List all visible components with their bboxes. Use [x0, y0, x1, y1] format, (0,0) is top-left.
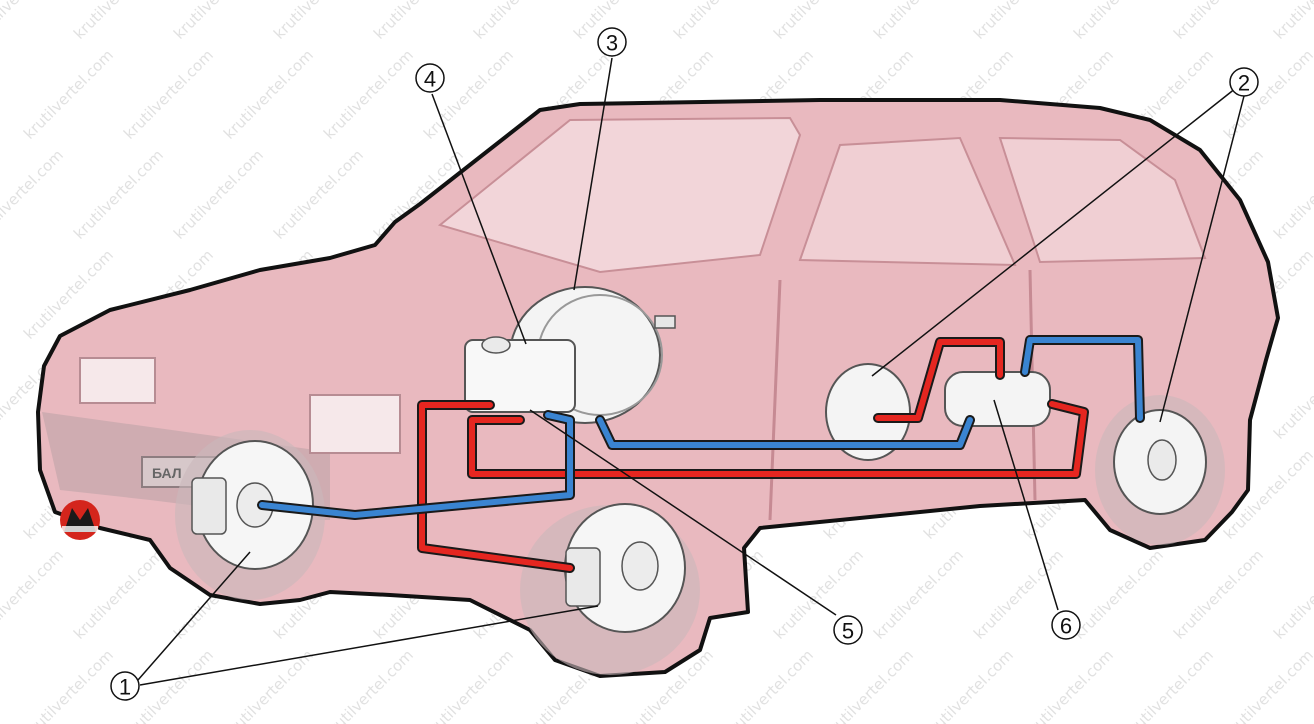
leader-3	[573, 57, 613, 291]
callout-3-circle	[597, 27, 627, 57]
leader-lines	[137, 57, 1245, 686]
watermark-text: krutilvertel.com	[1220, 46, 1314, 143]
callouts: 1 2 3 4 5 6	[110, 27, 1259, 701]
rear-right-drum-hub	[1147, 439, 1177, 481]
front-right-caliper	[565, 547, 601, 607]
license-plate-text: БАЛ	[152, 465, 182, 481]
watermark-text: krutilvertel.com	[1020, 646, 1117, 724]
brake-lines	[257, 335, 1145, 573]
watermark-text: krutilvertel.com	[270, 146, 367, 243]
leader-5	[529, 409, 837, 616]
watermark-text: krutilvertel.com	[1270, 146, 1314, 243]
watermark-text: krutilvertel.com	[1170, 546, 1267, 643]
pressure-regulator	[944, 371, 1051, 427]
watermark-text: krutilvertel.com	[120, 46, 217, 143]
leader-6	[993, 399, 1059, 611]
watermark-text: krutilvertel.com	[420, 46, 517, 143]
blue-line-front-left-core	[259, 412, 573, 518]
watermark-text: krutilvertel.com	[0, 0, 67, 43]
blue-line-rear-right-core	[1022, 337, 1143, 421]
callout-4-label: 4	[424, 67, 436, 92]
headlight-left	[79, 357, 156, 404]
leader-1b	[139, 605, 599, 686]
callout-3-label: 3	[606, 31, 618, 56]
watermark-text: krutilvertel.com	[770, 0, 867, 43]
door-line	[768, 279, 782, 521]
watermark-text: krutilvertel.com	[1220, 646, 1314, 724]
watermark-text: krutilvertel.com	[470, 0, 567, 43]
master-cylinder-reservoir	[464, 339, 576, 413]
monolith-logo-icon	[60, 500, 100, 540]
callout-1: 1	[110, 671, 140, 701]
callout-1-label: 1	[119, 675, 131, 700]
watermark-text: krutilvertel.com	[720, 646, 817, 724]
red-line-rear-loop-core	[469, 401, 1087, 477]
red-line-rear-left-core	[875, 339, 1003, 421]
booster-connector	[654, 315, 676, 329]
watermark-text: krutilvertel.com	[1120, 646, 1217, 724]
watermark-text: krutilvertel.com	[270, 0, 367, 43]
callout-5: 5	[833, 615, 863, 645]
watermark-text: krutilvertel.com	[670, 0, 767, 43]
watermark-text: krutilvertel.com	[1070, 0, 1167, 43]
watermark-text: krutilvertel.com	[1070, 546, 1167, 643]
watermark-text: krutilvertel.com	[70, 546, 167, 643]
watermark-text: krutilvertel.com	[320, 646, 417, 724]
watermark-text: krutilvertel.com	[70, 146, 167, 243]
watermark-text: krutilvertel.com	[0, 546, 67, 643]
callout-6-label: 6	[1060, 614, 1072, 639]
front-left-caliper	[191, 477, 227, 535]
watermark-text: krutilvertel.com	[20, 646, 117, 724]
callout-2: 2	[1229, 67, 1259, 97]
watermark-text: krutilvertel.com	[320, 46, 417, 143]
callout-4-circle	[415, 63, 445, 93]
blue-line-rear-core	[597, 417, 973, 448]
watermark-text: krutilvertel.com	[420, 646, 517, 724]
leader-4	[431, 93, 527, 345]
watermark-text: krutilvertel.com	[1270, 0, 1314, 43]
watermark-text: krutilvertel.com	[370, 0, 467, 43]
headlight-right	[309, 394, 401, 454]
callout-5-circle	[833, 615, 863, 645]
watermark-text: krutilvertel.com	[820, 646, 917, 724]
red-line-front-right-core	[419, 402, 573, 571]
front-side-window	[798, 136, 1017, 267]
watermark-text: krutilvertel.com	[920, 646, 1017, 724]
callout-5-label: 5	[842, 619, 854, 644]
leader-2a	[871, 87, 1237, 377]
watermark-text: krutilvertel.com	[1270, 346, 1314, 443]
callout-3: 3	[597, 27, 627, 57]
reservoir-cap	[481, 336, 511, 354]
callout-2-circle	[1229, 67, 1259, 97]
rear-left-drum	[825, 363, 911, 461]
leader-2b	[1159, 95, 1245, 423]
front-right-hub	[621, 541, 659, 591]
watermark-text: krutilvertel.com	[1270, 546, 1314, 643]
watermark-text: krutilvertel.com	[870, 546, 967, 643]
watermark-text: krutilvertel.com	[20, 46, 117, 143]
watermark-text: krutilvertel.com	[220, 46, 317, 143]
callout-6-circle	[1051, 610, 1081, 640]
callout-1-circle	[110, 671, 140, 701]
watermark-text: krutilvertel.com	[170, 0, 267, 43]
callout-4: 4	[415, 63, 445, 93]
windshield	[437, 116, 802, 274]
watermark-text: krutilvertel.com	[970, 0, 1067, 43]
watermark-text: krutilvertel.com	[0, 146, 67, 243]
watermark-text: krutilvertel.com	[870, 0, 967, 43]
leader-1a	[137, 551, 251, 681]
brake-components	[191, 286, 1207, 633]
watermark-text: krutilvertel.com	[1170, 0, 1267, 43]
watermark-text: krutilvertel.com	[170, 146, 267, 243]
callout-2-label: 2	[1238, 71, 1250, 96]
callout-6: 6	[1051, 610, 1081, 640]
rear-side-window	[998, 136, 1207, 264]
watermark-text: krutilvertel.com	[70, 0, 167, 43]
